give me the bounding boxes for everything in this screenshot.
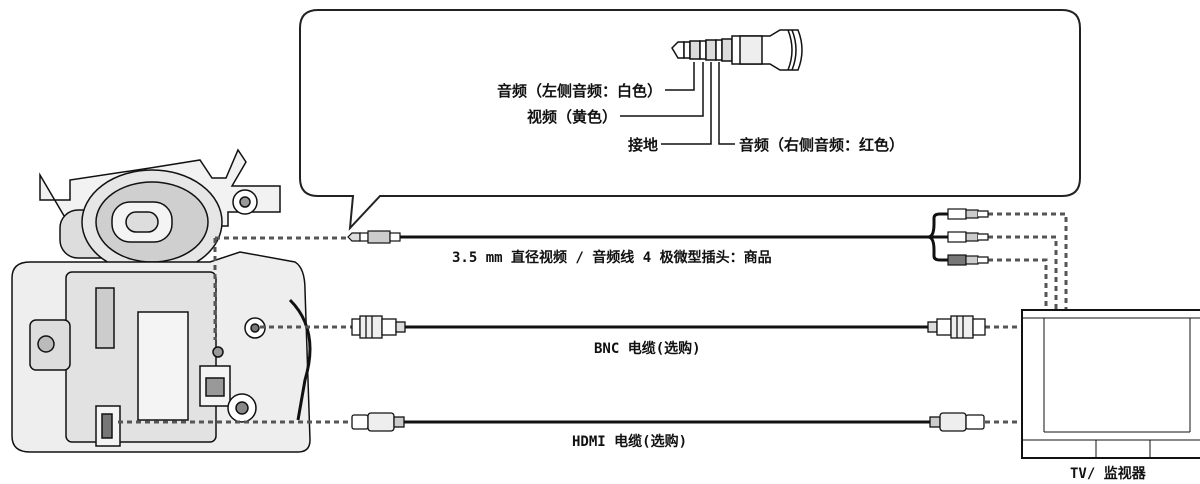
audio-right-label: 音频（右侧音频：红色） [739,136,904,154]
av-cable-label: 3.5 mm 直径视频 / 音频线 4 极微型插头：商品 [452,249,772,266]
dashed-paths [118,212,1068,424]
rca-plug-icon [947,208,989,266]
video-label: 视频（黄色） [527,108,617,126]
plug-leader-lines [620,62,735,145]
av-cable [400,212,948,262]
mini-plug-small-icon [347,230,401,244]
mini-plug-icon [671,29,803,71]
hdmi-connector-icon [351,412,985,432]
hdmi-cable-label: HDMI 电缆(选购) [572,433,687,450]
bnc-cable-label: BNC 电缆(选购) [594,340,701,357]
callout-bubble [299,9,1081,231]
audio-left-label: 音频（左侧音频：白色） [497,82,662,100]
tv-monitor-icon [1021,309,1200,459]
tv-monitor-label: TV/ 监视器 [1070,465,1147,482]
camcorder-icon [11,148,312,453]
bnc-connector-icon [351,315,986,339]
ground-label: 接地 [628,136,658,154]
